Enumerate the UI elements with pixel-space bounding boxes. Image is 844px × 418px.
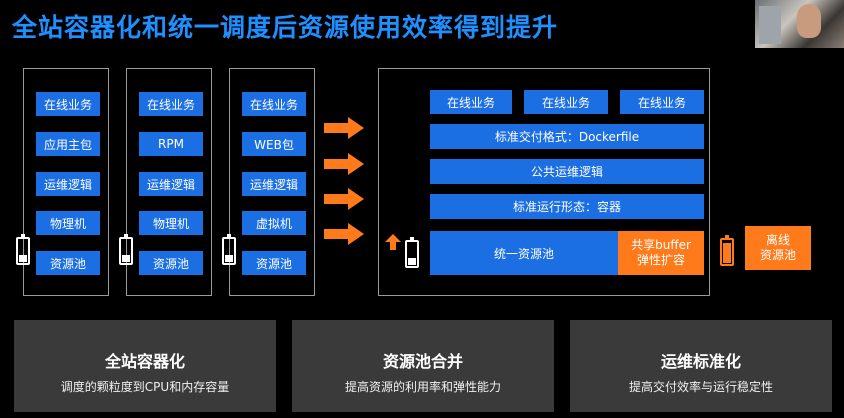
presenter-webcam [755,0,844,48]
shared-buffer-label: 共享buffer [631,238,691,252]
stack-item: 在线业务 [139,92,203,116]
online-service-box: 在线业务 [430,90,512,114]
stack-item: 在线业务 [36,92,100,116]
battery-low-icon [405,237,419,268]
panel-description: 提高资源的利用率和弹性能力 [344,380,501,394]
shared-buffer-box: 共享buffer 弹性扩容 [618,231,704,275]
pool-label: 资源池 [759,248,796,262]
online-service-box: 在线业务 [620,90,704,114]
stack-item: 资源池 [36,251,100,275]
stack-item: WEB包 [242,132,306,156]
arrow-right-icon [324,153,364,175]
stack-item: RPM [139,132,203,156]
arrow-right-icon [324,188,364,210]
stack-item: 运维逻辑 [242,172,306,196]
page-title: 全站容器化和统一调度后资源使用效率得到提升 [12,13,559,42]
arrow-right-icon [324,223,364,245]
panel-title: 运维标准化 [660,352,741,371]
unified-resource-pool: 统一资源池 [430,231,618,275]
stack-item: 运维逻辑 [36,172,100,196]
panel-title: 全站容器化 [104,352,185,371]
battery-low-icon [16,234,30,265]
battery-low-icon [222,234,236,265]
bookshelf [759,6,781,44]
panel-pool-merge: 资源池合并 提高资源的利用率和弹性能力 [292,320,554,412]
stack-item: 物理机 [36,211,100,235]
panel-containerization: 全站容器化 调度的颗粒度到CPU和内存容量 [14,320,276,412]
delivery-format-row: 标准交付格式：Dockerfile [430,124,704,149]
stack-item: 资源池 [139,251,203,275]
legacy-stack-2: 在线业务 RPM 运维逻辑 物理机 资源池 [119,68,212,296]
elastic-scaling-label: 弹性扩容 [636,253,685,267]
offline-pool-box: 离线 资源池 [745,226,811,270]
legacy-stack-3: 在线业务 WEB包 运维逻辑 虚拟机 资源池 [222,68,315,296]
stack-item: 应用主包 [36,132,100,156]
panel-description: 提高交付效率与运行稳定性 [628,380,773,394]
stack-item: 资源池 [242,251,306,275]
battery-low-icon [119,234,133,265]
runtime-form-row: 标准运行形态：容器 [430,194,704,219]
panel-description: 调度的颗粒度到CPU和内存容量 [60,380,230,394]
stack-item: 在线业务 [242,92,306,116]
stack-item: 物理机 [139,211,203,235]
common-ops-row: 公共运维逻辑 [430,159,704,184]
legacy-stack-1: 在线业务 应用主包 运维逻辑 物理机 资源池 [16,68,109,296]
offline-label: 离线 [765,233,790,247]
stack-item: 虚拟机 [242,211,306,235]
battery-full-icon [720,235,734,266]
panel-title: 资源池合并 [382,352,463,371]
presenter-face [797,4,821,38]
arrow-right-icon [324,117,364,139]
online-service-box: 在线业务 [524,90,608,114]
panel-ops-standardization: 运维标准化 提高交付效率与运行稳定性 [570,320,832,412]
arrow-up-icon [385,234,401,250]
unified-stack [378,68,710,296]
stack-item: 运维逻辑 [139,172,203,196]
